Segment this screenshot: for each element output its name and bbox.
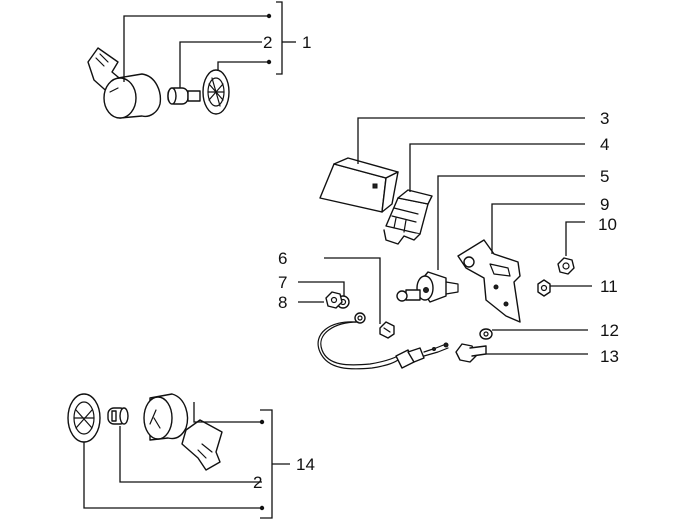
callout-1: 1	[302, 33, 311, 52]
bulb-top	[167, 87, 201, 105]
turn-signal-assembly-bottom	[67, 393, 223, 471]
leaders-group-14	[83, 402, 290, 519]
stop-switch	[396, 271, 459, 303]
connector-block	[383, 189, 433, 245]
blinker-lens-bottom	[143, 393, 189, 441]
nut-8	[325, 291, 343, 309]
bolt-13	[455, 343, 487, 363]
bulb-bottom	[107, 407, 129, 425]
screw-6	[379, 321, 395, 339]
mounting-bracket	[457, 239, 521, 323]
callout-3: 3	[600, 109, 609, 128]
callout-8: 8	[278, 293, 287, 312]
callout-2-bottom: 2	[253, 473, 262, 492]
callout-12: 12	[600, 321, 619, 340]
callout-11: 11	[600, 277, 618, 296]
callout-4: 4	[600, 135, 609, 154]
callout-2-top: 2	[263, 33, 272, 52]
callout-14: 14	[296, 455, 315, 474]
callout-10: 10	[598, 215, 617, 234]
callout-13: 13	[600, 347, 619, 366]
washer-12	[479, 328, 493, 340]
blinker-stem-bottom	[181, 419, 223, 471]
leaders-group-1	[123, 1, 296, 88]
bulb-socket-bottom	[67, 393, 101, 443]
wire-harness	[317, 312, 449, 370]
turn-signal-assembly-top	[87, 47, 230, 119]
callout-7: 7	[278, 273, 287, 292]
flasher-relay	[319, 157, 399, 213]
bulb-socket-top	[202, 69, 230, 115]
nut-11	[537, 279, 551, 297]
blinker-lens-top	[103, 73, 162, 119]
callout-9: 9	[600, 195, 609, 214]
callout-5: 5	[600, 167, 609, 186]
callout-6: 6	[278, 249, 287, 268]
nut-10	[557, 257, 575, 275]
